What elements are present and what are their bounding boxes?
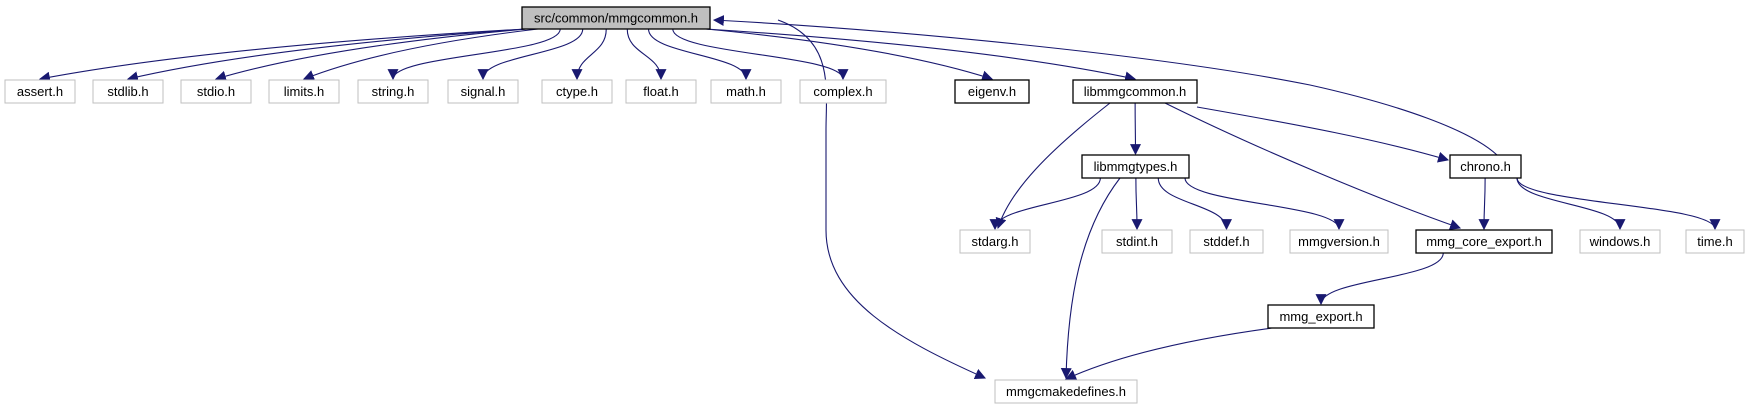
edge-root-to-libmmgcommon: [705, 28, 1137, 83]
node-float-h[interactable]: float.h: [625, 79, 697, 104]
edge-chrono-to-windows: [1516, 177, 1626, 231]
node-stdint-h[interactable]: stdint.h: [1101, 229, 1173, 254]
node-eigenv-h[interactable]: eigenv.h: [954, 79, 1030, 104]
node-label: mmgversion.h: [1298, 234, 1380, 249]
node-windows-h[interactable]: windows.h: [1579, 229, 1661, 254]
edge-libmmgtypes-to-mmgversion: [1184, 177, 1345, 231]
node-label: float.h: [643, 84, 678, 99]
node-mmgcommon-root[interactable]: src/common/mmgcommon.h: [521, 6, 711, 30]
node-limits-h[interactable]: limits.h: [268, 79, 340, 104]
node-label: mmg_export.h: [1279, 309, 1362, 324]
node-signal-h[interactable]: signal.h: [447, 79, 519, 104]
edge-root-to-float: [626, 28, 667, 81]
node-mmgversion-h[interactable]: mmgversion.h: [1289, 229, 1389, 254]
node-libmmgtypes-h[interactable]: libmmgtypes.h: [1081, 154, 1190, 179]
node-label: signal.h: [461, 84, 506, 99]
edge-chrono-to-mmg-core-export: [1478, 177, 1490, 231]
edge-root-to-eigenv: [705, 28, 994, 82]
node-complex-h[interactable]: complex.h: [799, 79, 887, 104]
node-stddef-h[interactable]: stddef.h: [1189, 229, 1264, 254]
node-label: libmmgcommon.h: [1084, 84, 1187, 99]
edge-libmmgcommon-to-mmg-core-export: [1164, 102, 1462, 230]
edge-libmmgtypes-to-stdint: [1131, 177, 1143, 231]
node-mmg-core-export-h[interactable]: mmg_core_export.h: [1415, 229, 1553, 254]
edge-libmmgcommon-to-stdarg: [995, 102, 1111, 230]
node-label: windows.h: [1589, 234, 1651, 249]
edge-chrono-to-root: [712, 15, 1498, 156]
edge-root-to-stdlib: [126, 28, 527, 83]
node-label: math.h: [726, 84, 766, 99]
node-label: stdarg.h: [972, 234, 1019, 249]
edge-root-to-limits: [302, 28, 539, 81]
node-math-h[interactable]: math.h: [710, 79, 782, 104]
node-label: assert.h: [17, 84, 63, 99]
edge-libmmgtypes-to-stdarg: [989, 177, 1101, 231]
node-label: string.h: [372, 84, 415, 99]
node-libmmgcommon-h[interactable]: libmmgcommon.h: [1072, 79, 1198, 104]
node-label: libmmgtypes.h: [1094, 159, 1178, 174]
node-label: time.h: [1697, 234, 1732, 249]
edge-root-to-math: [647, 28, 752, 81]
edge-chrono-to-time: [1516, 177, 1721, 231]
node-time-h[interactable]: time.h: [1685, 229, 1745, 254]
edge-root-to-stdio: [214, 28, 527, 82]
node-label: stdint.h: [1116, 234, 1158, 249]
edge-libmmgtypes-to-mmgcmakedefines: [1060, 177, 1121, 380]
edge-libmmgtypes-to-stddef: [1157, 177, 1232, 231]
node-string-h[interactable]: string.h: [357, 79, 429, 104]
node-label: src/common/mmgcommon.h: [534, 11, 698, 26]
edge-root-to-signal: [477, 28, 584, 81]
edge-root-to-mmgcmakedefines: [777, 19, 987, 379]
node-stdio-h[interactable]: stdio.h: [180, 79, 252, 104]
dependency-edges: [38, 15, 1721, 380]
edge-root-to-complex: [672, 28, 849, 81]
node-assert-h[interactable]: assert.h: [4, 79, 76, 104]
node-label: stddef.h: [1203, 234, 1249, 249]
node-chrono-h[interactable]: chrono.h: [1449, 154, 1522, 179]
node-label: chrono.h: [1460, 159, 1511, 174]
node-label: stdio.h: [197, 84, 235, 99]
node-label: eigenv.h: [968, 84, 1016, 99]
edge-libmmgcommon-to-chrono: [1196, 106, 1450, 163]
edge-root-to-string: [387, 28, 561, 81]
node-label: complex.h: [813, 84, 872, 99]
node-label: mmg_core_export.h: [1426, 234, 1542, 249]
node-stdlib-h[interactable]: stdlib.h: [92, 79, 164, 104]
node-label: ctype.h: [556, 84, 598, 99]
edge-mmg-core-export-to-mmg-export: [1315, 252, 1444, 306]
edge-mmg-export-to-mmgcmakedefines: [1064, 327, 1273, 380]
node-stdarg-h[interactable]: stdarg.h: [959, 229, 1031, 254]
node-ctype-h[interactable]: ctype.h: [541, 79, 613, 104]
node-label: stdlib.h: [107, 84, 148, 99]
dependency-nodes: src/common/mmgcommon.h assert.h stdlib.h…: [4, 6, 1745, 404]
node-label: mmgcmakedefines.h: [1006, 384, 1126, 399]
node-mmg-export-h[interactable]: mmg_export.h: [1267, 304, 1375, 329]
node-mmgcmakedefines-h[interactable]: mmgcmakedefines.h: [994, 379, 1138, 404]
edge-root-to-assert: [38, 28, 527, 83]
edge-root-to-ctype: [571, 28, 607, 81]
node-label: limits.h: [284, 84, 324, 99]
